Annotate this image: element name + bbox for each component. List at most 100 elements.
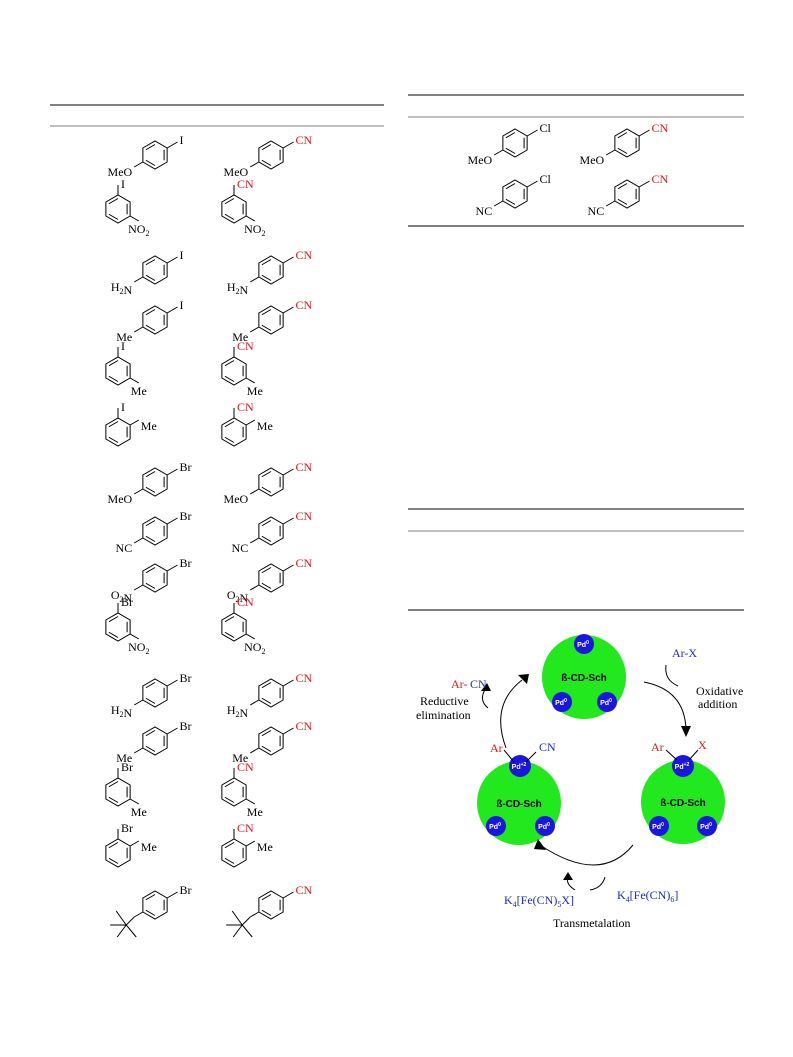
double-bond bbox=[617, 198, 628, 205]
double-bond bbox=[224, 436, 235, 443]
arrow-arx-in bbox=[665, 664, 679, 687]
para-substituent-label: NC bbox=[232, 541, 249, 555]
double-bond bbox=[145, 324, 156, 331]
ferrocyanide-label: K4[Fe(CN)6] bbox=[617, 888, 678, 904]
double-bond bbox=[108, 436, 119, 443]
double-bond bbox=[261, 535, 272, 542]
substituent-bond bbox=[133, 326, 144, 333]
halide-label: Br bbox=[121, 760, 133, 774]
benzene-ring bbox=[221, 194, 247, 224]
double-bond bbox=[261, 582, 272, 589]
substituent-bond bbox=[166, 517, 178, 525]
pd-circle bbox=[509, 755, 531, 777]
double-bond bbox=[261, 745, 272, 752]
double-bond bbox=[261, 894, 272, 901]
cn-label: CN bbox=[237, 760, 254, 774]
meta-substituent-label: Me bbox=[131, 384, 147, 398]
substituent-bond bbox=[282, 727, 294, 735]
double-bond bbox=[108, 857, 119, 864]
para-substituent-label: Me bbox=[232, 751, 248, 765]
ar-label-left: Ar bbox=[490, 741, 503, 755]
tbu-methyl bbox=[125, 924, 137, 938]
double-bond bbox=[145, 144, 156, 151]
substituent-bond bbox=[133, 537, 144, 544]
catalyst-label-right: ß-CD-Sch bbox=[660, 798, 706, 809]
double-bond bbox=[261, 309, 272, 316]
transmetalation-label: Transmetalation bbox=[553, 916, 631, 930]
cn-label: CN bbox=[296, 719, 313, 733]
substituent-bond bbox=[526, 180, 538, 188]
halide-label: Cl bbox=[540, 172, 552, 186]
benzene-ring bbox=[221, 612, 247, 642]
double-bond bbox=[108, 796, 119, 803]
substituent-bond bbox=[493, 200, 504, 207]
benzene-ring bbox=[258, 255, 284, 285]
elimination-label: elimination bbox=[416, 708, 471, 722]
tbu-methyl bbox=[231, 910, 243, 926]
para-substituent-label: H2N bbox=[227, 703, 249, 720]
cn-label: CN bbox=[237, 339, 254, 353]
substituent-bond bbox=[493, 149, 504, 156]
double-bond bbox=[505, 132, 516, 139]
double-bond bbox=[108, 842, 119, 849]
substituent-bond bbox=[282, 564, 294, 572]
double-bond bbox=[261, 274, 272, 281]
substituent-bond bbox=[166, 468, 178, 476]
halide-label: Br bbox=[121, 821, 133, 835]
ortho-substituent-label: Me bbox=[257, 419, 273, 433]
benzene-ring bbox=[142, 726, 168, 756]
pd-circle bbox=[672, 755, 694, 777]
pd-circle bbox=[535, 816, 555, 836]
arrow-head-transmetalation bbox=[534, 839, 546, 850]
reactant-molecule: IMe bbox=[105, 400, 157, 447]
cn-label: CN bbox=[296, 883, 313, 897]
double-bond bbox=[224, 796, 235, 803]
substituent-bond bbox=[166, 727, 178, 735]
arrow-oxidative-addition bbox=[643, 681, 687, 731]
double-bond bbox=[108, 421, 119, 428]
cn-label: CN bbox=[296, 248, 313, 262]
pd-0-node: Pd0 bbox=[552, 692, 572, 712]
double-bond bbox=[145, 730, 156, 737]
benzene-ring bbox=[258, 140, 284, 170]
product-molecule: CN bbox=[226, 883, 313, 938]
double-bond bbox=[224, 421, 235, 428]
double-bond bbox=[224, 198, 235, 205]
substituent-bond bbox=[166, 141, 178, 149]
pd-0-node: Pd0 bbox=[597, 692, 617, 712]
double-bond bbox=[145, 582, 156, 589]
substituent-bond bbox=[282, 306, 294, 314]
benzene-ring bbox=[221, 838, 247, 868]
ar-cn-cn-label: CN bbox=[470, 677, 487, 691]
substituent-bond bbox=[129, 377, 140, 384]
product-molecule: CN Me bbox=[232, 719, 312, 765]
benzene-ring bbox=[142, 516, 168, 546]
meta-substituent-label: NO2 bbox=[128, 222, 149, 238]
double-bond bbox=[617, 183, 628, 190]
substituent-bond bbox=[249, 699, 260, 706]
substituent-bond bbox=[282, 141, 294, 149]
substituent-bond bbox=[249, 747, 260, 754]
substituent-bond bbox=[166, 306, 178, 314]
substituent-bond bbox=[245, 798, 256, 805]
pd-label: Pd0 bbox=[577, 640, 589, 649]
double-bond bbox=[145, 274, 156, 281]
substituent-bond bbox=[638, 180, 650, 188]
halide-label: I bbox=[121, 339, 125, 353]
halide-label: I bbox=[180, 248, 184, 262]
substituent-bond bbox=[133, 276, 144, 283]
halide-label: Br bbox=[180, 509, 192, 523]
para-substituent-label: H2N bbox=[111, 703, 133, 720]
benzene-ring bbox=[502, 128, 528, 158]
meta-substituent-label: NO2 bbox=[128, 640, 149, 656]
benzene-ring bbox=[221, 777, 247, 807]
tbu-bond bbox=[125, 916, 135, 926]
benzene-ring bbox=[258, 726, 284, 756]
